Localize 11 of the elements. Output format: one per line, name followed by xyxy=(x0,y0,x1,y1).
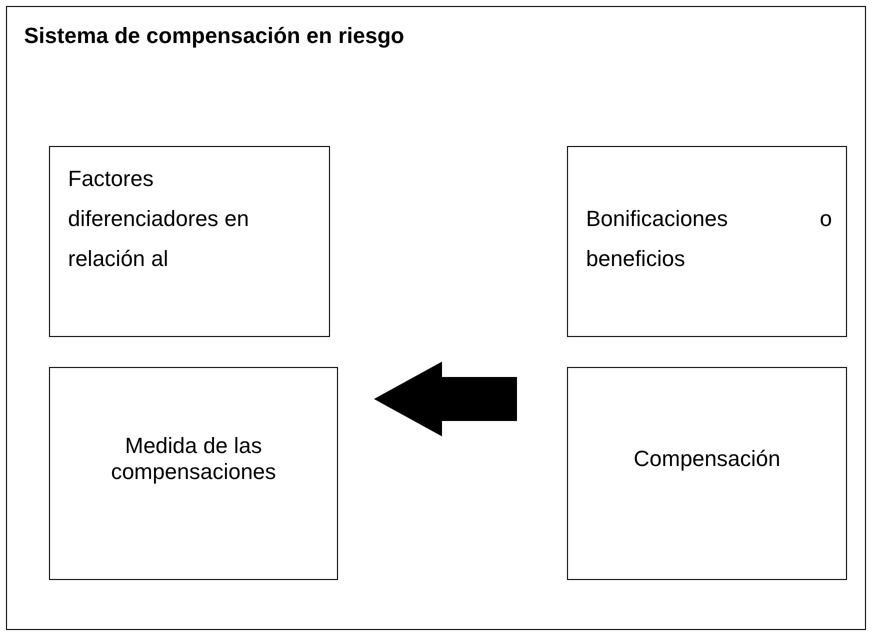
text-box xyxy=(567,367,847,580)
frame-box xyxy=(6,6,866,630)
box-text: Compensación xyxy=(632,446,782,472)
box-text: Bonificaciones o beneficios xyxy=(586,205,832,273)
box-text: Factores diferenciadores en relación al xyxy=(68,165,249,273)
frame-heading: Sistema de compensación en riesgo xyxy=(24,23,404,49)
block-arrow xyxy=(374,362,517,436)
box-text: Medida de las compensaciones xyxy=(110,432,278,484)
text-box xyxy=(567,146,847,337)
text-box xyxy=(49,367,338,580)
text-box xyxy=(49,146,330,337)
